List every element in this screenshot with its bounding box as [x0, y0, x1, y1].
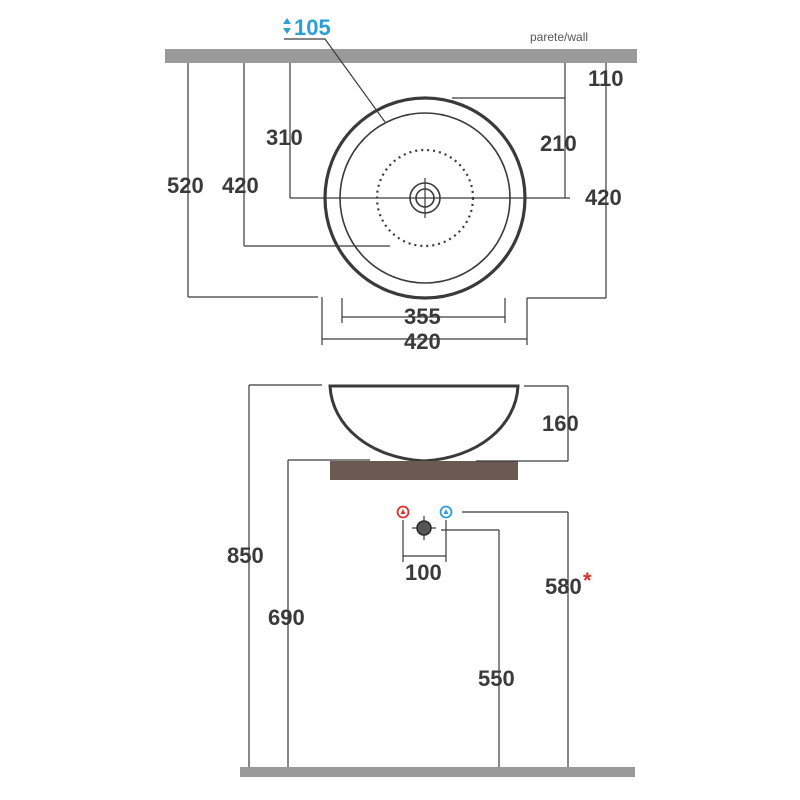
dim-420-left: 420	[222, 173, 259, 198]
dim-total-height: 850	[227, 543, 264, 568]
wall-label: parete/wall	[530, 30, 588, 44]
dim-basin-height: 160	[542, 411, 579, 436]
leader-drain-depth	[284, 38, 386, 123]
dim-drain-height: 550	[478, 666, 515, 691]
dim-420-right: 420	[585, 185, 622, 210]
dim-210: 210	[540, 131, 577, 156]
dim-outer-width: 420	[404, 329, 441, 354]
dim-center-from-wall: 310	[266, 125, 303, 150]
dim-drain-depth: 105	[294, 15, 331, 40]
dim-rim-offset: 110	[588, 66, 624, 91]
up-down-arrow-icon	[283, 18, 291, 34]
cold-water-valve-icon	[439, 505, 453, 519]
countertop	[330, 461, 518, 480]
dim-counter-height: 690	[268, 605, 305, 630]
dim-520-left: 520	[167, 173, 204, 198]
floor-bar	[240, 767, 635, 777]
dim-valve-spacing: 100	[405, 560, 442, 585]
drain-pipe-icon	[412, 516, 436, 540]
hot-water-valve-icon	[396, 505, 410, 519]
asterisk-note: *	[583, 568, 592, 593]
dim-supply-height: 580	[545, 574, 582, 599]
basin-profile	[328, 384, 520, 463]
dim-inner-width: 355	[404, 304, 441, 329]
wall-bar-top	[165, 49, 637, 63]
